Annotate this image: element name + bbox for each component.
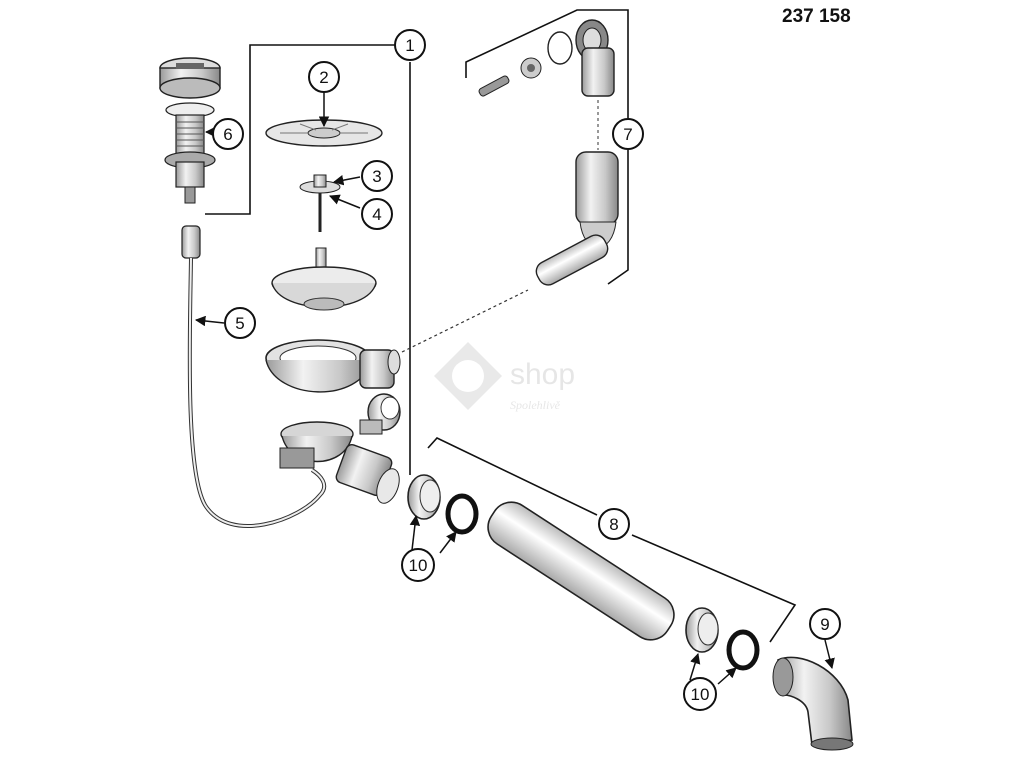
part-5-bowden-cable xyxy=(181,225,327,529)
shop-watermark: shop Spolehlivě xyxy=(432,340,602,430)
bracket-item-1 xyxy=(205,44,411,475)
callout-10-lower: 10 xyxy=(683,677,717,711)
basket-strainer xyxy=(271,247,377,311)
shop-logo-icon xyxy=(434,342,502,410)
callout-2-label: 2 xyxy=(319,68,328,87)
union-nut-upper xyxy=(407,474,441,520)
watermark-tagline: Spolehlivě xyxy=(510,398,560,412)
callout-7: 7 xyxy=(612,118,644,150)
callout-1-label: 1 xyxy=(405,36,414,55)
seal-ring-lower xyxy=(726,629,760,671)
callout-7-label: 7 xyxy=(623,125,632,144)
part-2-strainer-cover xyxy=(265,119,383,147)
callout-4: 4 xyxy=(361,198,393,230)
callout-8-label: 8 xyxy=(609,515,618,534)
part-3-4-plug-stem xyxy=(299,174,341,232)
union-nut-lower xyxy=(685,607,719,653)
callout-10-upper-label: 10 xyxy=(409,556,428,575)
part-8-drain-pipe xyxy=(487,501,675,641)
drain-body-with-overflow xyxy=(265,339,401,393)
callout-5-label: 5 xyxy=(235,314,244,333)
callout-6-label: 6 xyxy=(223,125,232,144)
part-number-label: 237 158 xyxy=(782,6,851,27)
callout-8: 8 xyxy=(598,508,630,540)
callout-10-upper: 10 xyxy=(401,548,435,582)
small-hose-connector xyxy=(359,393,401,435)
callout-5: 5 xyxy=(224,307,256,339)
callout-6: 6 xyxy=(212,118,244,150)
part-9-elbow xyxy=(772,656,854,751)
part-7-overflow-set xyxy=(478,19,619,286)
bracket-item-7 xyxy=(465,9,629,285)
callout-3-label: 3 xyxy=(372,167,381,186)
callout-1: 1 xyxy=(394,29,426,61)
bracket-item-8 xyxy=(427,437,797,643)
callout-2: 2 xyxy=(308,61,340,93)
callout-3: 3 xyxy=(361,160,393,192)
overflow-connection-dashed xyxy=(401,289,529,353)
callout-9-label: 9 xyxy=(820,615,829,634)
callout-4-label: 4 xyxy=(372,205,381,224)
callout-10-lower-label: 10 xyxy=(691,685,710,704)
seal-ring-upper xyxy=(445,493,479,535)
callout-9: 9 xyxy=(809,608,841,640)
valve-lower-housing xyxy=(279,421,400,504)
part-6-operating-knob xyxy=(159,57,221,204)
watermark-brand: shop xyxy=(510,358,576,391)
